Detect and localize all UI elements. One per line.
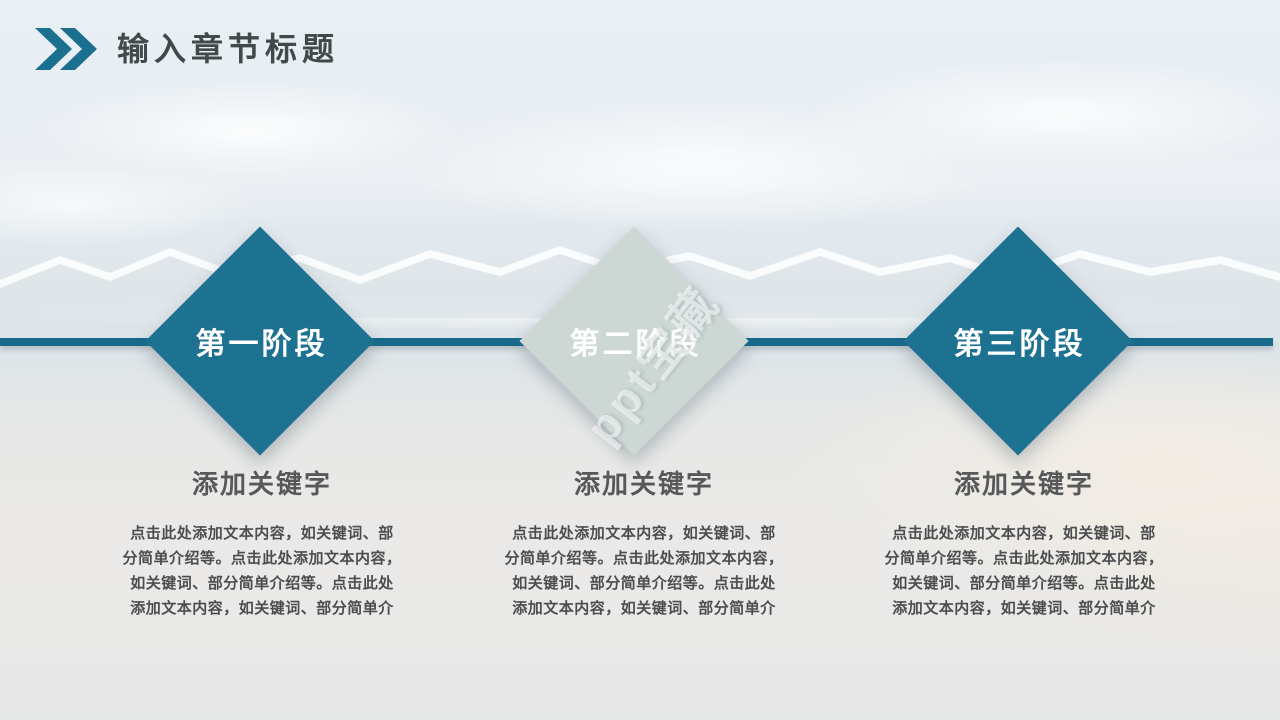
slide-header: 输入章节标题 [35,28,339,70]
stage-2-body: 点击此处添加文本内容，如关键词、部 分简单介绍等。点击此处添加文本内容， 如关键… [504,525,784,617]
stage-1-text-block: 添加关键字 点击此处添加文本内容，如关键词、部 分简单介绍等。点击此处添加文本内… [112,464,412,621]
stage-1-heading: 添加关键字 [191,469,332,499]
stage-1-body: 点击此处添加文本内容，如关键词、部 分简单介绍等。点击此处添加文本内容， 如关键… [122,525,402,617]
double-chevron-right-icon [35,28,97,70]
stage-2-heading: 添加关键字 [573,469,714,499]
stage-3-heading: 添加关键字 [953,469,1094,499]
stage-2-label: 第二阶段 [569,328,702,361]
stage-3-text-block: 添加关键字 点击此处添加文本内容，如关键词、部 分简单介绍等。点击此处添加文本内… [874,464,1174,621]
stage-2-text-block: 添加关键字 点击此处添加文本内容，如关键词、部 分简单介绍等。点击此处添加文本内… [494,464,794,621]
stage-2-diamond: 第二阶段 [519,226,749,456]
stage-1-diamond: 第一阶段 [145,226,375,456]
stage-1-label: 第一阶段 [195,328,328,361]
stage-3-label: 第三阶段 [953,328,1086,361]
page-title: 输入章节标题 [117,31,340,67]
stage-3-diamond: 第三阶段 [903,226,1133,456]
stage-3-body: 点击此处添加文本内容，如关键词、部 分简单介绍等。点击此处添加文本内容， 如关键… [884,525,1164,617]
